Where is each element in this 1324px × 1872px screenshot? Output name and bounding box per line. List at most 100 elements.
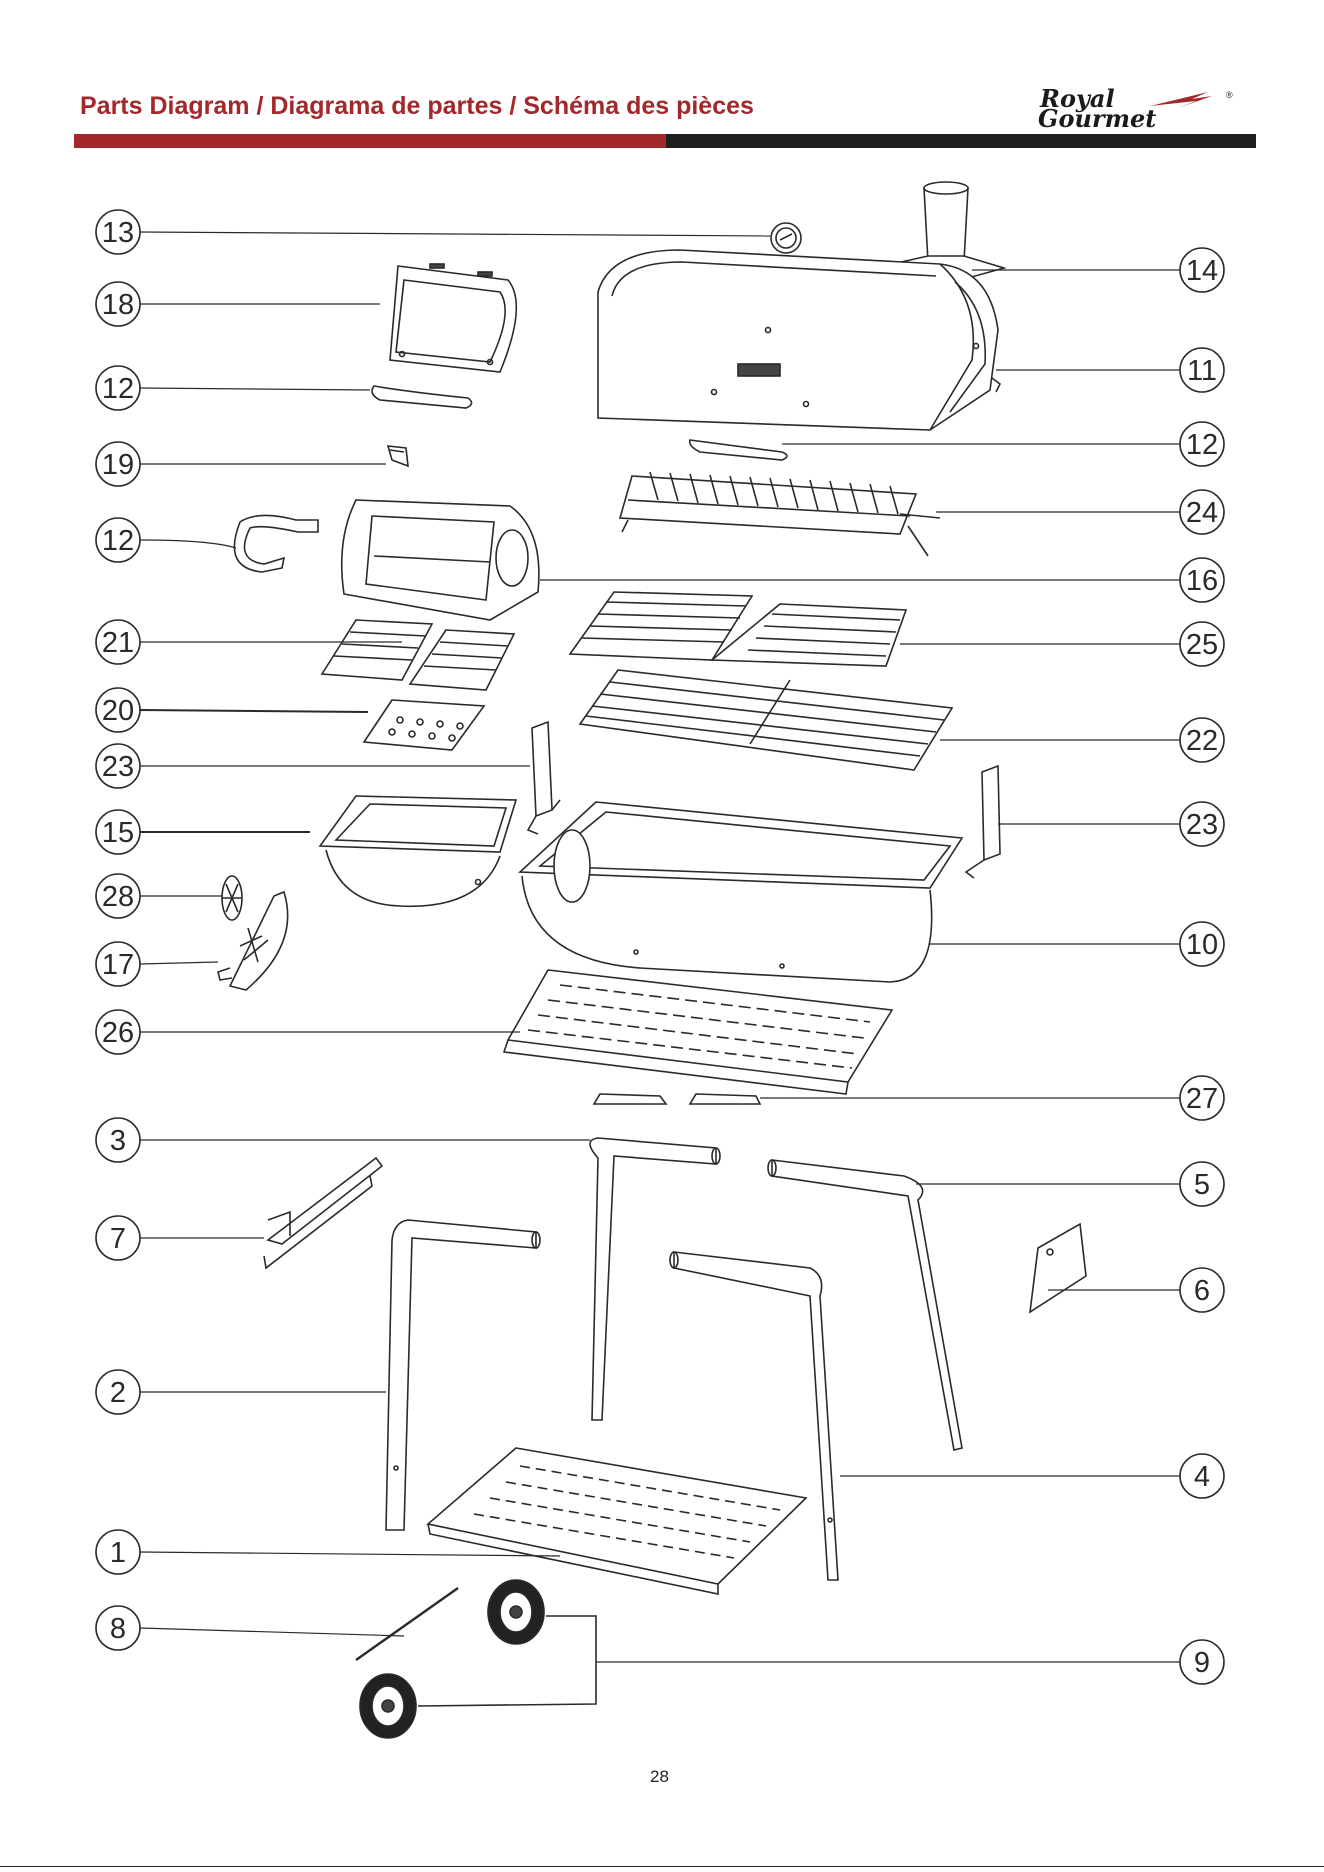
callout-7: 7	[96, 1216, 140, 1260]
part-9-wheels	[360, 1580, 596, 1738]
svg-text:16: 16	[1186, 565, 1218, 597]
callout-17: 17	[96, 942, 140, 986]
svg-text:21: 21	[102, 627, 134, 659]
callout-16: 16	[1180, 558, 1224, 602]
part-7-axle-bracket	[264, 1158, 382, 1268]
svg-text:14: 14	[1186, 255, 1218, 287]
part-1-bottom-shelf	[428, 1448, 806, 1594]
part-20-charcoal-pan	[364, 700, 484, 750]
part-19-damper	[388, 446, 408, 466]
svg-text:7: 7	[110, 1223, 126, 1255]
callout-27: 27	[1180, 1076, 1224, 1120]
callout-12-a: 12	[96, 366, 140, 410]
svg-text:28: 28	[102, 881, 134, 913]
part-23-right-bracket	[966, 766, 1000, 878]
callout-26: 26	[96, 1010, 140, 1054]
part-12-elbow-handle	[234, 515, 318, 572]
callout-21: 21	[96, 620, 140, 664]
svg-text:19: 19	[102, 449, 134, 481]
svg-text:26: 26	[102, 1017, 134, 1049]
part-15-firebox-body	[320, 796, 516, 906]
svg-text:6: 6	[1194, 1275, 1210, 1307]
svg-text:4: 4	[1194, 1461, 1210, 1493]
svg-text:11: 11	[1187, 355, 1217, 387]
callout-20: 20	[96, 688, 140, 732]
part-23-left-bracket	[528, 722, 560, 834]
page-number: 28	[650, 1767, 669, 1787]
callout-12-c: 12	[1180, 422, 1224, 466]
svg-text:23: 23	[102, 751, 134, 783]
part-5-leg-arch	[768, 1160, 962, 1450]
svg-text:13: 13	[102, 217, 134, 249]
svg-text:9: 9	[1194, 1647, 1210, 1679]
part-16-firebox-front	[342, 500, 539, 620]
part-13-thermometer	[771, 223, 801, 253]
part-24-warming-rack	[620, 472, 940, 556]
callouts-right: 14 11 12 24 16 25 22 23 10 27 5 6 4 9	[1180, 248, 1224, 1684]
callout-23-b: 23	[1180, 802, 1224, 846]
part-28-damper-disc	[222, 876, 242, 920]
leader-17	[140, 962, 218, 964]
bottom-rule	[0, 1866, 1324, 1867]
svg-text:18: 18	[102, 289, 134, 321]
callout-22: 22	[1180, 718, 1224, 762]
part-22-charcoal-grate	[580, 670, 952, 770]
svg-text:10: 10	[1186, 929, 1218, 961]
part-10-main-body	[520, 802, 962, 982]
svg-text:22: 22	[1186, 725, 1218, 757]
part-12-firebox-handle	[372, 386, 472, 408]
svg-text:2: 2	[110, 1377, 126, 1409]
leader-1	[140, 1552, 560, 1556]
callout-1: 1	[96, 1530, 140, 1574]
callout-14: 14	[1180, 248, 1224, 292]
svg-text:20: 20	[102, 695, 134, 727]
svg-text:25: 25	[1186, 629, 1218, 661]
leader-12-left-a	[140, 388, 370, 390]
part-12-lid-handle	[690, 440, 787, 460]
svg-text:12: 12	[102, 525, 134, 557]
callout-5: 5	[1180, 1162, 1224, 1206]
svg-text:5: 5	[1194, 1169, 1210, 1201]
callout-15: 15	[96, 810, 140, 854]
callout-19: 19	[96, 442, 140, 486]
callout-18: 18	[96, 282, 140, 326]
callout-11: 11	[1180, 348, 1224, 392]
svg-text:27: 27	[1186, 1083, 1218, 1115]
callout-23-a: 23	[96, 744, 140, 788]
part-18-firebox-lid	[390, 264, 516, 372]
callout-10: 10	[1180, 922, 1224, 966]
svg-text:8: 8	[110, 1613, 126, 1645]
leader-13	[140, 232, 770, 236]
leader-8	[140, 1628, 404, 1636]
svg-text:12: 12	[102, 373, 134, 405]
callout-4: 4	[1180, 1454, 1224, 1498]
callout-3: 3	[96, 1118, 140, 1162]
callout-25: 25	[1180, 622, 1224, 666]
part-6-bracket	[1030, 1224, 1086, 1312]
part-21-firebox-grates	[322, 620, 514, 690]
part-25-cooking-grates	[570, 592, 906, 666]
part-26-shelf	[504, 970, 892, 1094]
callout-9: 9	[1180, 1640, 1224, 1684]
callouts-left: 13 18 12 19 12 21 20 23 15 28 17 26 3 7 …	[96, 210, 140, 1650]
callout-2: 2	[96, 1370, 140, 1414]
part-11-main-lid	[598, 250, 1000, 430]
svg-text:23: 23	[1186, 809, 1218, 841]
callout-13: 13	[96, 210, 140, 254]
callout-8: 8	[96, 1606, 140, 1650]
callout-6: 6	[1180, 1268, 1224, 1312]
part-27-brackets	[594, 1094, 760, 1104]
svg-text:15: 15	[102, 817, 134, 849]
callout-12-b: 12	[96, 518, 140, 562]
leader-12-left-b	[140, 540, 236, 548]
svg-text:1: 1	[110, 1537, 126, 1569]
part-8-axle	[356, 1588, 458, 1660]
part-3-leg-arch	[590, 1138, 720, 1420]
svg-text:24: 24	[1186, 497, 1218, 529]
leader-20	[140, 710, 368, 712]
svg-text:3: 3	[110, 1125, 126, 1157]
svg-text:12: 12	[1186, 429, 1218, 461]
callout-28: 28	[96, 874, 140, 918]
svg-text:17: 17	[102, 949, 134, 981]
